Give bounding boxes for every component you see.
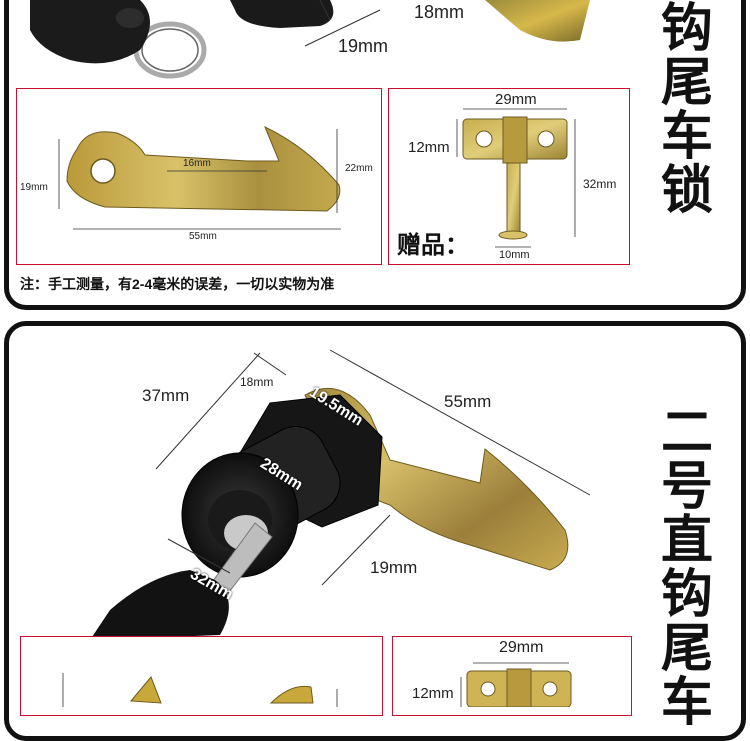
top-side-char: 锁 bbox=[660, 161, 713, 221]
hook-end bbox=[485, 0, 590, 42]
bottom-dim-18mm: 18mm bbox=[240, 375, 274, 389]
bottom-side-char: 二 bbox=[660, 403, 713, 463]
top-dim-19mm: 19mm bbox=[338, 36, 389, 56]
hook-dimension-panel: 16mm 19mm 22mm 55mm bbox=[16, 88, 382, 265]
hook-hole bbox=[90, 158, 116, 184]
hook-dim-22mm: 22mm bbox=[345, 163, 373, 174]
bracket-dim-12mm: 12mm bbox=[408, 139, 450, 156]
hook-drawing bbox=[58, 125, 341, 230]
bracket-drawing bbox=[456, 108, 576, 248]
top-lock-photo bbox=[30, 0, 590, 79]
bracket-dim-32mm: 32mm bbox=[583, 177, 617, 191]
top-dim-18mm: 18mm bbox=[414, 2, 465, 22]
bracket-dim-10mm: 10mm bbox=[499, 249, 530, 261]
bottom-side-title: 二 号 直 钩 尾 车 bbox=[655, 406, 719, 730]
bottom-side-char: 号 bbox=[660, 457, 713, 517]
bottom-hook-drawing bbox=[62, 673, 338, 707]
top-side-char: 尾 bbox=[660, 53, 713, 113]
bottom-hook-panel bbox=[20, 636, 383, 716]
hook-dim-19mm: 19mm bbox=[20, 182, 48, 193]
bottom-side-char: 钩 bbox=[660, 565, 713, 625]
bottom-dim-55mm: 55mm bbox=[444, 392, 492, 411]
bracket-dimension-panel: 29mm 12mm 32mm 10mm 赠品： bbox=[388, 88, 630, 265]
bottom-bracket-drawing bbox=[460, 662, 572, 707]
bottom-dim-19mm: 19mm bbox=[370, 558, 418, 577]
hook-dim-55mm: 55mm bbox=[189, 231, 217, 242]
bottom-side-char: 车 bbox=[660, 673, 713, 733]
bottom-dim-37mm: 37mm bbox=[142, 386, 190, 405]
bottom-bracket-dim-12mm: 12mm bbox=[412, 685, 454, 702]
gift-label: 赠品： bbox=[397, 232, 469, 259]
bottom-bracket-panel: 29mm 12mm bbox=[392, 636, 632, 716]
lock-body bbox=[230, 0, 334, 28]
bracket-dim-29mm: 29mm bbox=[495, 91, 537, 108]
top-side-char: 钩 bbox=[660, 0, 713, 59]
top-side-char: 车 bbox=[660, 107, 713, 167]
hook-dim-16mm: 16mm bbox=[183, 158, 211, 169]
key-head-bottom bbox=[90, 570, 229, 640]
top-side-title: 钩 尾 车 锁 bbox=[655, 2, 719, 218]
bottom-side-char: 尾 bbox=[660, 619, 713, 679]
bottom-lock-photo bbox=[90, 349, 591, 640]
bottom-bracket-dim-29mm: 29mm bbox=[499, 639, 544, 656]
measurement-note: 注：手工测量，有2-4毫米的误差，一切以实物为准 bbox=[20, 276, 335, 292]
bottom-side-char: 直 bbox=[660, 511, 713, 571]
